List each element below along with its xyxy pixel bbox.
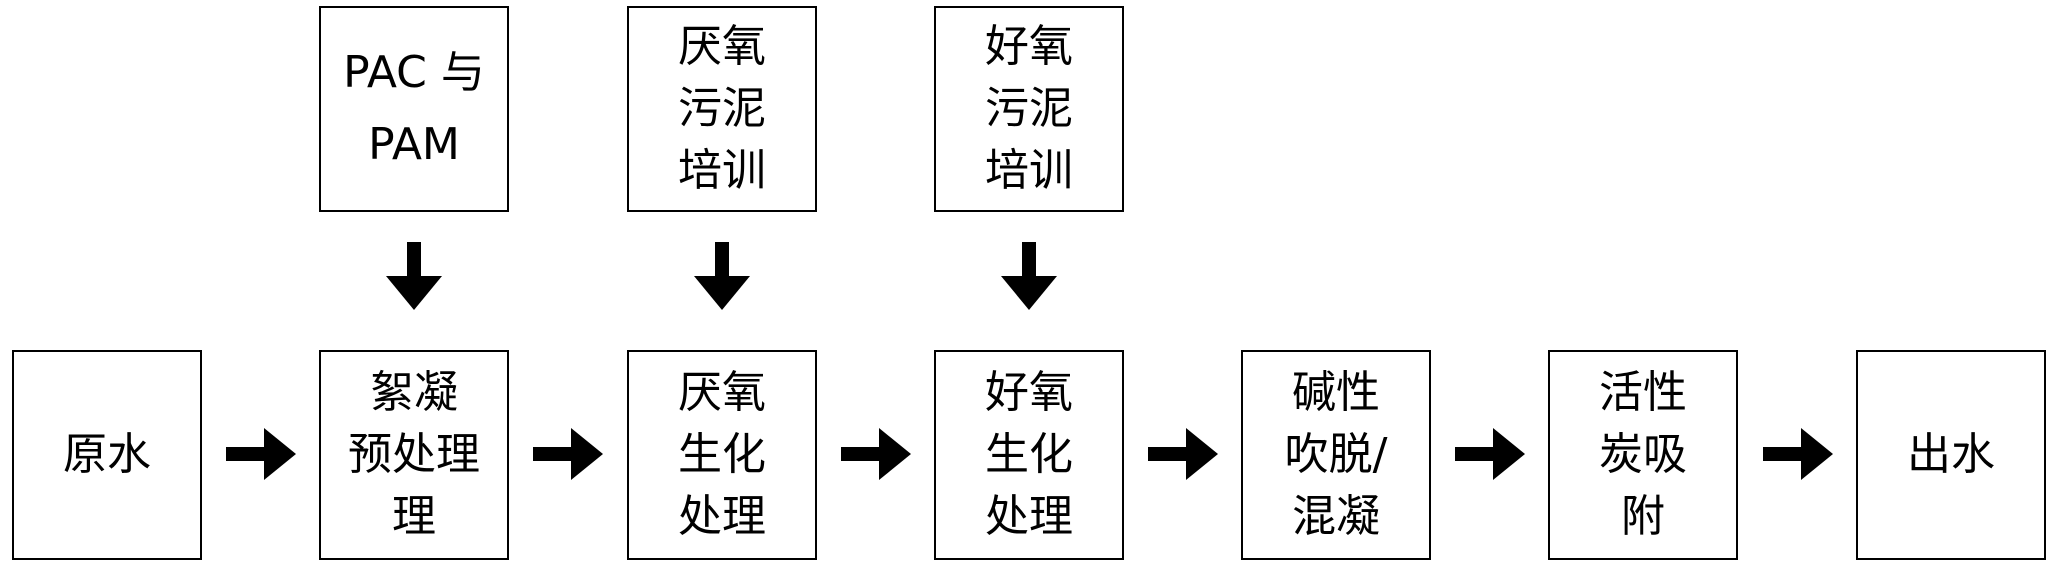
process-box-aerobic-treatment: 好氧 生化 处理 xyxy=(934,350,1124,560)
right-arrow-icon xyxy=(226,428,296,480)
process-line: 处理 xyxy=(678,491,766,542)
process-line: 炭吸 xyxy=(1599,429,1687,480)
process-line: 活性 xyxy=(1599,367,1687,418)
down-arrow-icon xyxy=(694,242,750,310)
process-line: 处理 xyxy=(985,491,1073,542)
down-arrow-icon xyxy=(1001,242,1057,310)
process-line: 碱性 xyxy=(1292,367,1380,418)
process-box-anaerobic-treatment: 厌氧 生化 处理 xyxy=(627,350,817,560)
input-line: PAM xyxy=(368,119,460,170)
input-line: PAC 与 xyxy=(343,47,485,98)
input-line: 污泥 xyxy=(985,83,1073,134)
right-arrow-icon xyxy=(1763,428,1833,480)
process-line: 混凝 xyxy=(1292,491,1380,542)
process-line: 好氧 xyxy=(985,367,1073,418)
process-line: 厌氧 xyxy=(678,367,766,418)
right-arrow-icon xyxy=(1148,428,1218,480)
down-arrow-icon xyxy=(386,242,442,310)
process-line: 生化 xyxy=(678,429,766,480)
process-line: 吹脱/ xyxy=(1284,429,1388,480)
process-box-raw-water: 原水 xyxy=(12,350,202,560)
input-line: 培训 xyxy=(678,145,766,196)
right-arrow-icon xyxy=(1455,428,1525,480)
process-line: 附 xyxy=(1621,491,1665,542)
process-box-flocculation: 絮凝 预处理 理 xyxy=(319,350,509,560)
process-box-effluent: 出水 xyxy=(1856,350,2046,560)
input-line: 培训 xyxy=(985,145,1073,196)
input-line: 厌氧 xyxy=(678,21,766,72)
right-arrow-icon xyxy=(533,428,603,480)
input-box-aerobic-sludge: 好氧 污泥 培训 xyxy=(934,6,1124,212)
process-line: 出水 xyxy=(1907,429,1995,480)
input-box-anaerobic-sludge: 厌氧 污泥 培训 xyxy=(627,6,817,212)
process-line: 理 xyxy=(392,491,436,542)
input-line: 好氧 xyxy=(985,21,1073,72)
process-line: 预处理 xyxy=(348,429,480,480)
process-line: 生化 xyxy=(985,429,1073,480)
input-box-pac-pam: PAC 与 PAM xyxy=(319,6,509,212)
process-line: 原水 xyxy=(63,429,151,480)
process-box-activated-carbon: 活性 炭吸 附 xyxy=(1548,350,1738,560)
process-line: 絮凝 xyxy=(370,367,458,418)
right-arrow-icon xyxy=(841,428,911,480)
input-line: 污泥 xyxy=(678,83,766,134)
process-box-alkaline-stripping: 碱性 吹脱/ 混凝 xyxy=(1241,350,1431,560)
